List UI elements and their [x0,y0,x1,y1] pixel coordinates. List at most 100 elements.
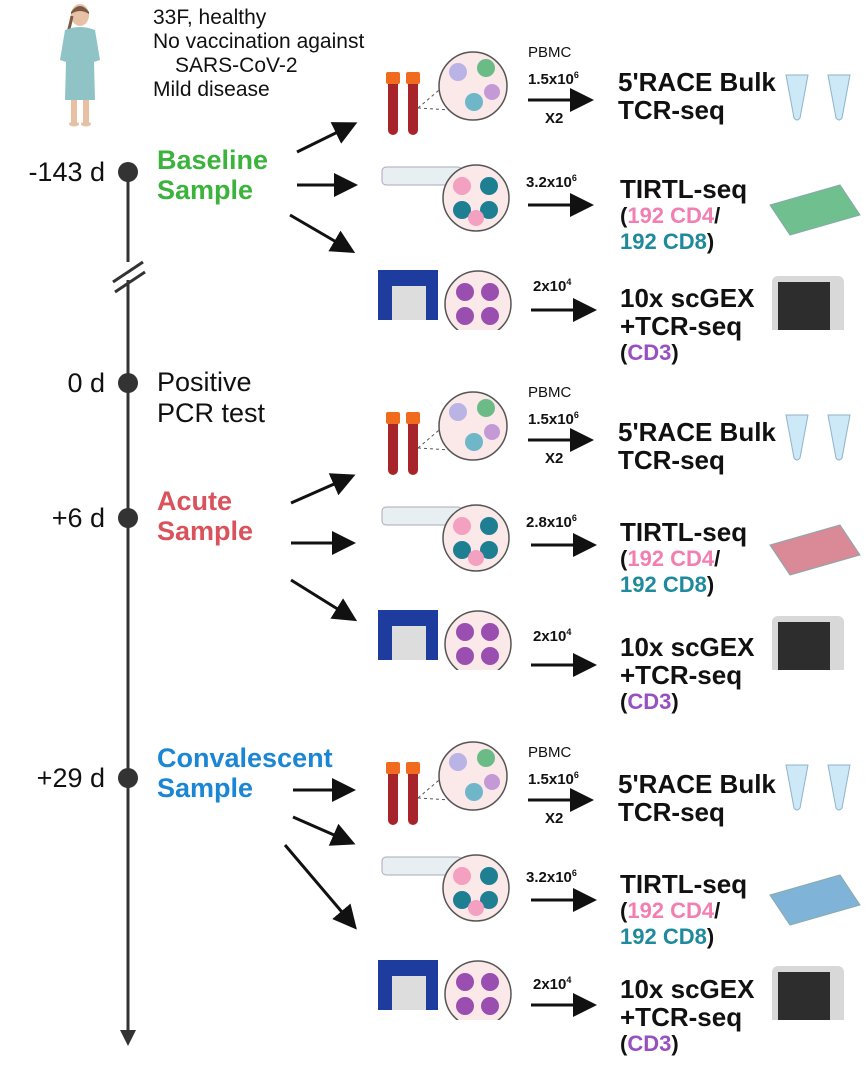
method-line: 5'RACE Bulk [618,67,776,97]
cd8-label: 192 CD8 [620,924,707,949]
cell-count: 1.5x106 [528,410,579,428]
cell-sorter-icon [378,610,438,660]
count-exponent: 6 [573,410,579,420]
count-base: 3.2x10 [526,869,572,886]
positive-pcr-label: Positive PCR test [157,367,265,429]
cd4-cd8-cells-icon [442,854,510,922]
axis-break-icon [112,260,146,294]
cd4-cd8-cells-icon [442,504,510,572]
method-sc: 10x scGEX+TCR-seq (CD3) [620,283,755,365]
cd3-cells-icon [444,960,512,1020]
sequencer-icon [772,966,844,1020]
pbmc-label: PBMC [528,744,572,761]
cd3-cells-icon [444,610,512,670]
sequencer-icon [772,276,844,330]
patient-info-line: SARS-CoV-2 [175,54,298,77]
replicates-label: X2 [545,450,564,467]
acute-sample-label: Acute Sample [157,486,253,546]
method-line: TIRTL-seq [620,869,748,899]
method-line: TCR-seq [618,95,725,125]
method-line: 10x scGEX [620,974,755,1004]
count-exponent: 6 [573,770,579,780]
label-line: Sample [157,175,254,205]
label-line: Sample [157,516,254,546]
microtube-icon [785,414,851,461]
method-line: +TCR-seq [620,311,743,341]
count-base: 2x10 [533,976,567,993]
timepoint-dot [118,162,138,182]
replicates-label: X2 [545,110,564,127]
count-exponent: 6 [571,173,577,183]
replicates-label: X2 [545,810,564,827]
count-exponent: 4 [566,277,572,287]
cd3-label: CD3 [627,1031,672,1056]
cell-count: 1.5x106 [528,770,579,788]
cell-count: 2x104 [533,277,571,295]
cell-count: 3.2x106 [526,173,577,191]
cd8-label: 192 CD8 [620,229,707,254]
label-line: Acute [157,486,233,516]
cd4-cd8-cells-icon [442,164,510,232]
microtube-icon [785,764,851,811]
cell-count: 2x104 [533,975,571,993]
count-exponent: 6 [573,70,579,80]
cell-sorter-icon [378,960,438,1010]
method-line: TIRTL-seq [620,174,748,204]
label-line: Baseline [157,145,269,175]
convalescent-sample-label: Convalescent Sample [157,743,333,803]
well-plate-icon [769,524,861,576]
method-line: 5'RACE Bulk [618,417,776,447]
method-line: 5'RACE Bulk [618,769,776,799]
method-line: TIRTL-seq [620,517,748,547]
cd3-cells-icon [444,270,512,330]
patient-info-line: Mild disease [153,78,270,101]
well-plate-icon [769,184,861,236]
tube-strip-icon [381,506,463,526]
method-sc: 10x scGEX+TCR-seq (CD3) [620,974,755,1056]
count-exponent: 4 [566,627,572,637]
count-base: 3.2x10 [526,174,572,191]
count-base: 2x10 [533,628,567,645]
tube-strip-icon [381,166,463,186]
patient-info-line: No vaccination against [153,30,365,53]
blood-tube-icon [386,762,420,825]
count-exponent: 6 [571,513,577,523]
sample-block-baseline [0,0,868,330]
method-tirtl: TIRTL-seq (192 CD4/ 192 CD8) [620,174,748,254]
patient-info-line: 33F, healthy [153,6,267,29]
cd3-label: CD3 [627,340,672,365]
label-line: Sample [157,773,254,803]
timepoint-label: 0 d [67,368,105,398]
cd8-label: 192 CD8 [620,572,707,597]
count-base: 2.8x10 [526,514,572,531]
process-arrows [528,88,597,1017]
count-exponent: 4 [566,975,572,985]
pbmc-label: PBMC [528,384,572,401]
count-base: 1.5x10 [528,771,574,788]
branch-arrows [283,122,358,930]
cd4-label: 192 CD4 [627,203,715,228]
timepoint-dot [118,508,138,528]
method-tirtl: TIRTL-seq (192 CD4/ 192 CD8) [620,869,748,949]
label-line: Positive [157,367,252,397]
pbmc-cells-icon [417,741,508,811]
cell-sorter-icon [378,270,438,320]
method-line: 10x scGEX [620,632,755,662]
timepoint-label: +6 d [51,503,105,533]
pbmc-cells-icon [417,51,508,121]
method-line: TCR-seq [618,797,725,827]
sample-block-acute [0,330,868,670]
count-base: 2x10 [533,278,567,295]
method-line: +TCR-seq [620,1002,743,1032]
sample-block-convalescent [0,680,868,1020]
label-line: Convalescent [157,743,333,773]
patient-info: 33F, healthy No vaccination against SARS… [153,6,364,102]
cd3-label: CD3 [627,689,672,714]
cell-count: 3.2x106 [526,868,577,886]
method-line: 10x scGEX [620,283,755,313]
cell-count: 2x104 [533,627,571,645]
method-tirtl: TIRTL-seq (192 CD4/ 192 CD8) [620,517,748,597]
